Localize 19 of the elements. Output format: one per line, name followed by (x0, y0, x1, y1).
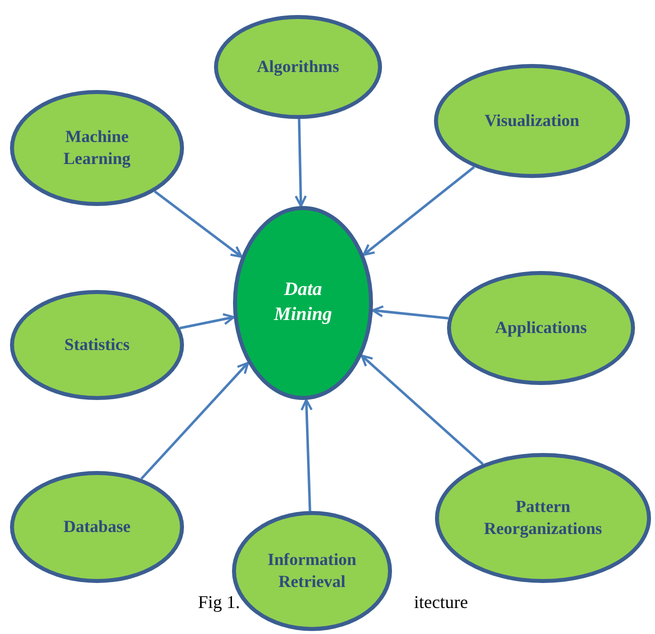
node-label: Statistics (64, 334, 130, 356)
arrow (360, 354, 484, 465)
arrow (362, 166, 475, 256)
node-label: Information Retrieval (266, 548, 358, 593)
node-label: Algorithms (256, 56, 340, 78)
caption-text: Fig 1. (198, 592, 240, 613)
arrow (140, 362, 250, 480)
node-label: Pattern Reorganizations (482, 496, 604, 540)
node-label: Applications (495, 316, 587, 339)
arrow (372, 305, 448, 320)
node-label: Database (63, 516, 131, 538)
node-label: Data Mining (272, 278, 334, 327)
arrow (294, 118, 307, 208)
node-label: Visualization (484, 110, 580, 132)
arrow (180, 313, 235, 330)
caption-text: itecture (414, 592, 468, 613)
arrow (300, 398, 313, 512)
node-label: Machine Learning (62, 126, 132, 170)
arrow (154, 190, 243, 258)
